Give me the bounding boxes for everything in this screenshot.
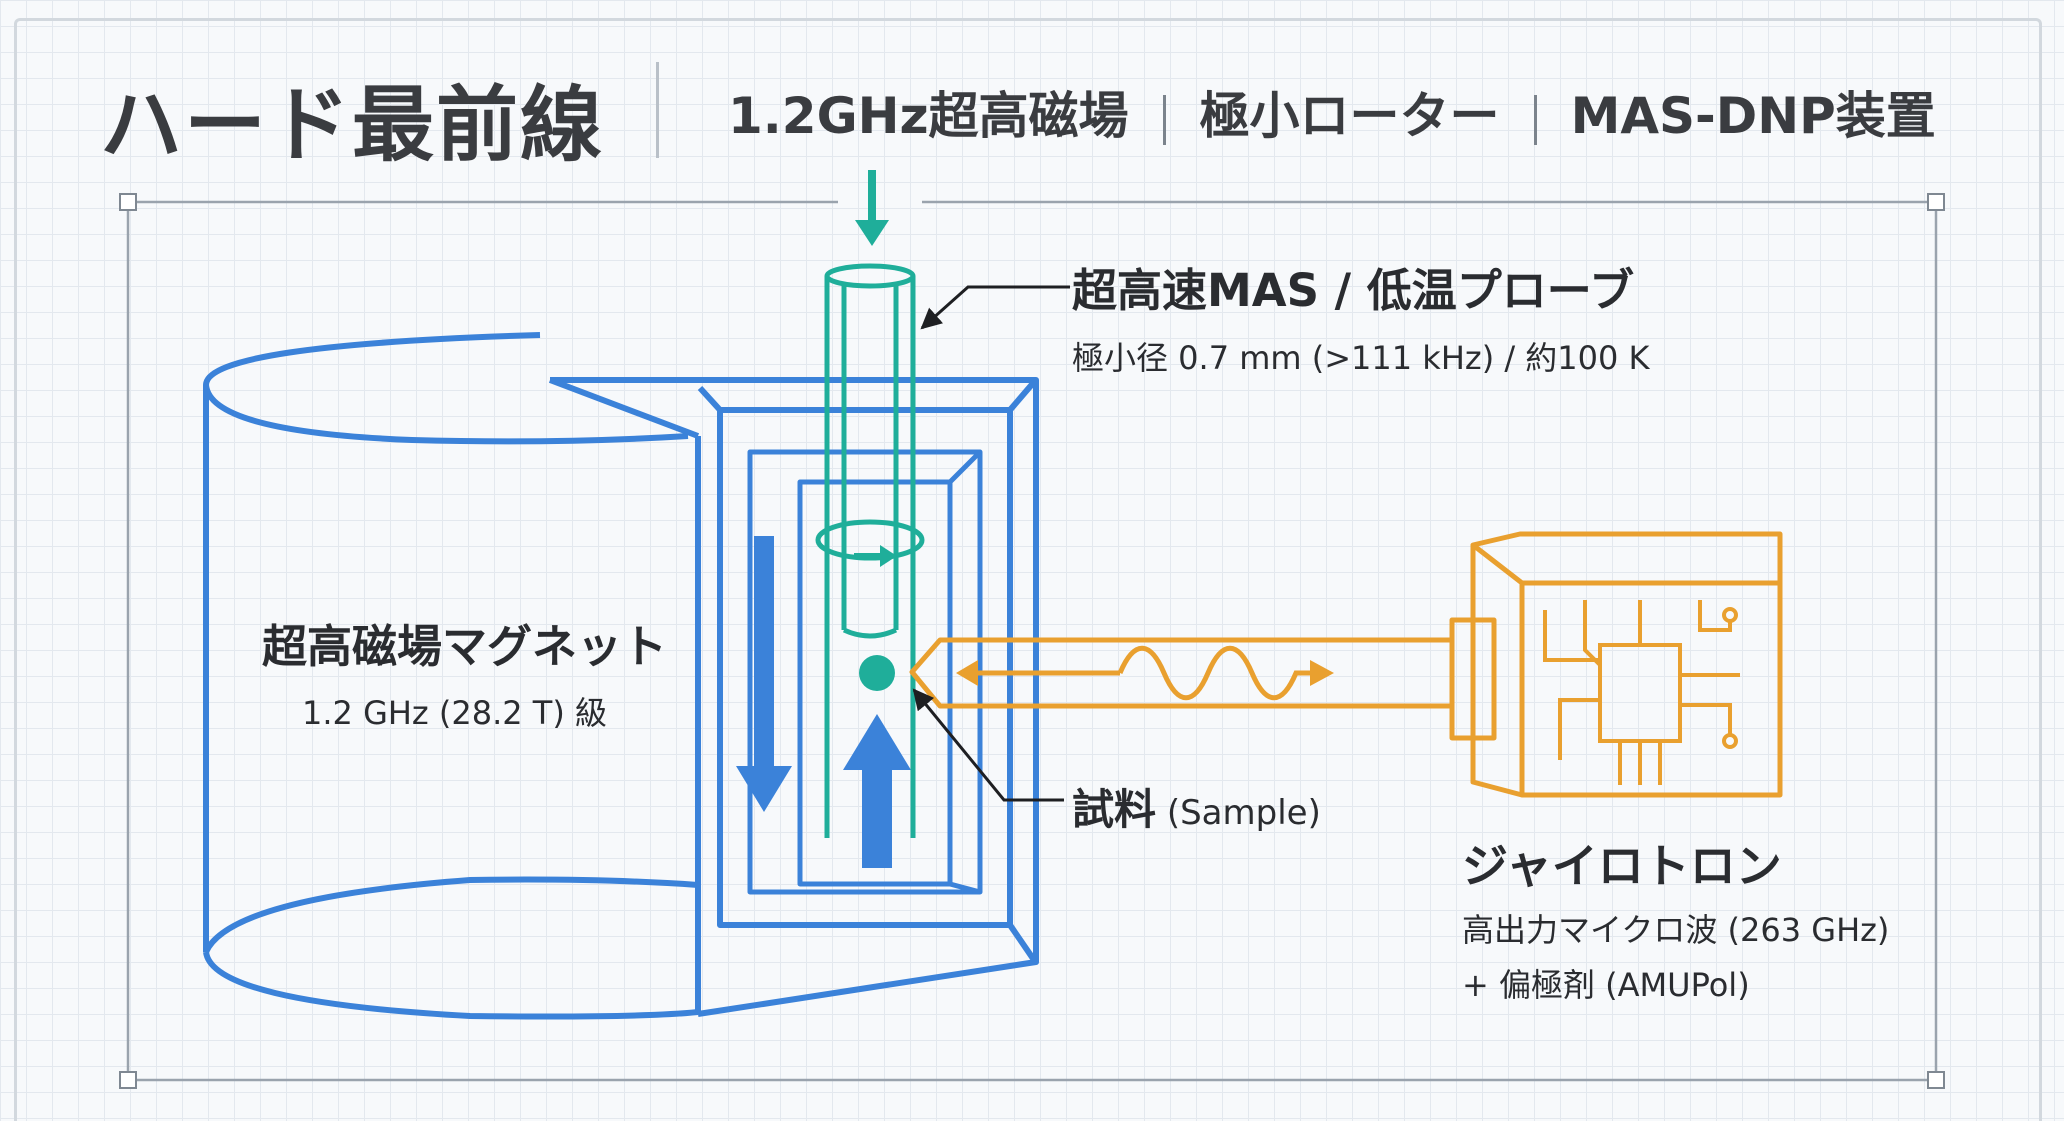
probe-label: 超高速MAS / 低温プローブ <box>1072 264 1635 317</box>
subtitle-item-rotor: 極小ローター <box>1199 87 1500 145</box>
sample-label: 試料 (Sample) <box>1072 776 1321 837</box>
subtitle-item-field: 1.2GHz超高磁場 <box>728 87 1129 145</box>
spin-rotation-arrow <box>854 545 897 567</box>
sample-label-en: (Sample) <box>1166 793 1321 833</box>
frame-handle <box>1927 1071 1945 1089</box>
magnet-label: 超高磁場マグネット <box>262 620 668 673</box>
sample-dot <box>859 655 895 691</box>
probe-leader-line <box>920 285 1070 330</box>
field-arrow-down <box>736 536 792 812</box>
subtitle-separator <box>1533 94 1537 145</box>
probe-spec: 極小径 0.7 mm (>111 kHz) / 約100 K <box>1072 339 1650 377</box>
gyrotron-box <box>909 531 1783 798</box>
subtitle-item-device: MAS-DNP装置 <box>1570 87 1936 145</box>
diagram-frame <box>119 193 1945 1089</box>
insert-arrow <box>855 170 889 246</box>
frame-handle <box>119 193 137 211</box>
gyrotron-label: ジャイロトロン <box>1462 839 1782 893</box>
frame-handle <box>1927 193 1945 211</box>
title-divider <box>656 62 659 158</box>
outer-frame <box>14 18 2042 1121</box>
gyrotron-circuit <box>1543 600 1740 785</box>
microwave-beam <box>956 645 1334 701</box>
page-title: ハード最前線 <box>100 78 605 173</box>
sample-leader-line <box>912 688 1064 802</box>
field-arrow-up <box>843 714 911 868</box>
gyrotron-spec-power: 高出力マイクロ波 (263 GHz) <box>1462 911 1890 949</box>
sample-label-ja: 試料 <box>1072 785 1157 834</box>
magnet-spec: 1.2 GHz (28.2 T) 級 <box>302 694 608 732</box>
frame-handle <box>119 1071 137 1089</box>
gyrotron-spec-polarizer: + 偏極剤 (AMUPol) <box>1462 966 1750 1004</box>
subtitle-separator <box>1162 94 1166 145</box>
subtitle: 1.2GHz超高磁場 極小ローター MAS-DNP装置 <box>728 76 1936 148</box>
